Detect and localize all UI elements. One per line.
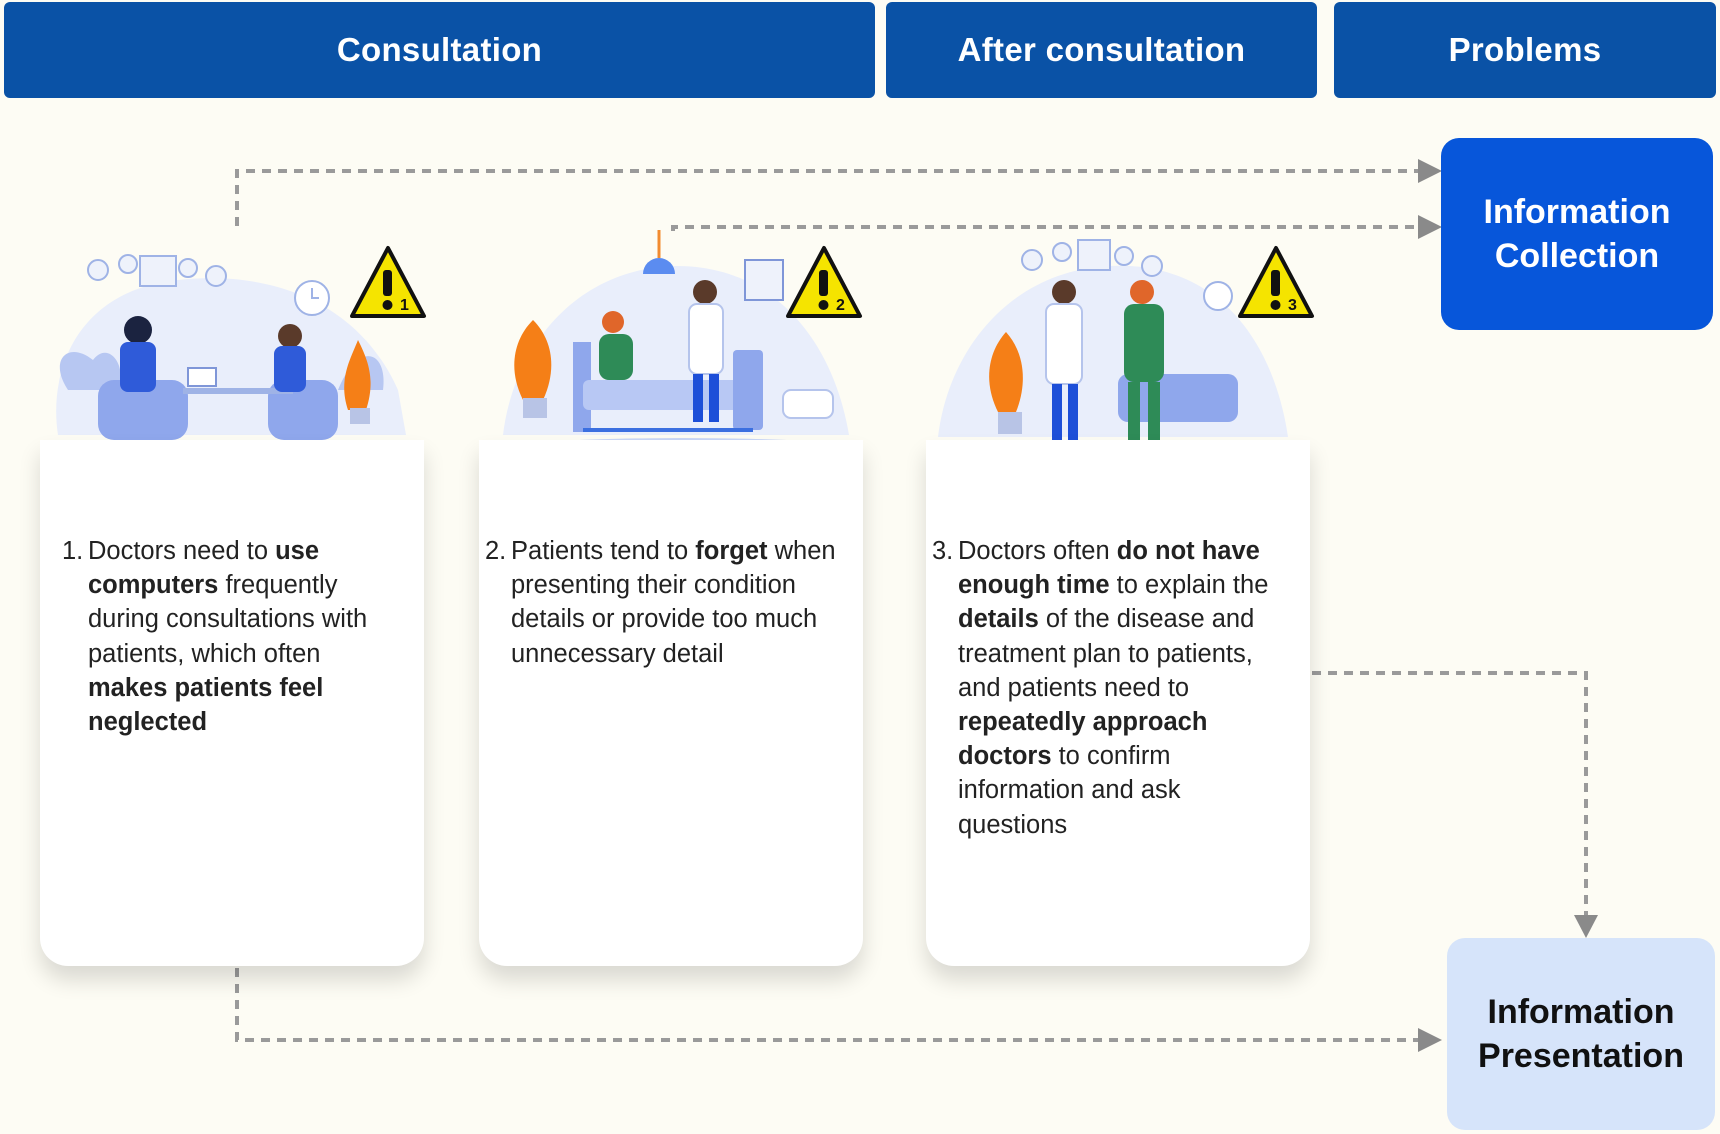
header-problems: Problems (1334, 2, 1716, 98)
problem-number: 1. (62, 537, 84, 565)
connector-card1-to-collection (235, 169, 1418, 226)
header-after-consultation: After consultation (886, 2, 1317, 98)
problem-text-run: when presenting their condition details … (511, 537, 836, 668)
problem-emphasis: use computers (88, 537, 320, 600)
header-consultation: Consultation (4, 2, 875, 98)
problem-text-run: frequently during consultations with pat… (88, 571, 368, 668)
connector-card3-to-presentation (1312, 671, 1588, 915)
information-presentation-box: Information Presentation (1447, 938, 1715, 1130)
arrow-head-icon (1574, 915, 1598, 938)
problem-card-2: 2. Patients tend to forget when presenti… (479, 440, 863, 966)
connector-card1-to-presentation (235, 968, 1418, 1042)
problem-text: 1. Doctors need to use computers frequen… (62, 534, 400, 739)
problem-emphasis: makes patients feel neglected (88, 673, 324, 737)
problem-text-run: to confirm information and ask questions (958, 742, 1181, 839)
problem-emphasis: forget (695, 537, 768, 565)
problem-body: Doctors need to use computers frequently… (88, 537, 367, 736)
arrow-head-icon (1418, 159, 1442, 183)
doctor-patient-illustration (938, 239, 1298, 464)
problem-card-1: 1. Doctors need to use computers frequen… (40, 440, 424, 966)
warning-number: 3 (1288, 297, 1297, 314)
arrow-head-icon (1418, 215, 1442, 239)
connector-card2-to-collection (671, 225, 1418, 231)
warning-triangle-icon: 2 (786, 246, 862, 318)
problem-number: 3. (932, 537, 954, 565)
problem-text-run: Doctors need to (88, 537, 276, 565)
warning-number: 2 (836, 297, 845, 314)
problem-card-3: 3. Doctors often do not have enough time… (926, 440, 1310, 966)
warning-triangle-icon: 3 (1238, 246, 1314, 318)
clock-icon (294, 280, 330, 316)
problem-body: Doctors often do not have enough time to… (958, 537, 1268, 839)
problem-emphasis: repeatedly approach doctors (958, 708, 1208, 771)
problem-text-run: Doctors often (958, 537, 1117, 565)
problem-text-run: to explain the (1109, 571, 1269, 600)
problem-text-run: Patients tend to (511, 537, 696, 565)
warning-number: 1 (400, 297, 409, 314)
information-collection-box: Information Collection (1441, 138, 1713, 330)
problem-emphasis: details (958, 605, 1039, 634)
problem-text: 2. Patients tend to forget when presenti… (485, 534, 849, 671)
arrow-head-icon (1418, 1028, 1442, 1052)
problem-text: 3. Doctors often do not have enough time… (932, 534, 1296, 842)
problem-emphasis: do not have enough time (958, 537, 1260, 600)
warning-triangle-icon: 1 (350, 246, 426, 318)
problem-number: 2. (485, 537, 507, 565)
problem-body: Patients tend to forget when presenting … (511, 537, 836, 668)
problem-text-run: of the disease and treatment plan to pat… (958, 605, 1255, 702)
consultation-desk-illustration (56, 254, 407, 469)
